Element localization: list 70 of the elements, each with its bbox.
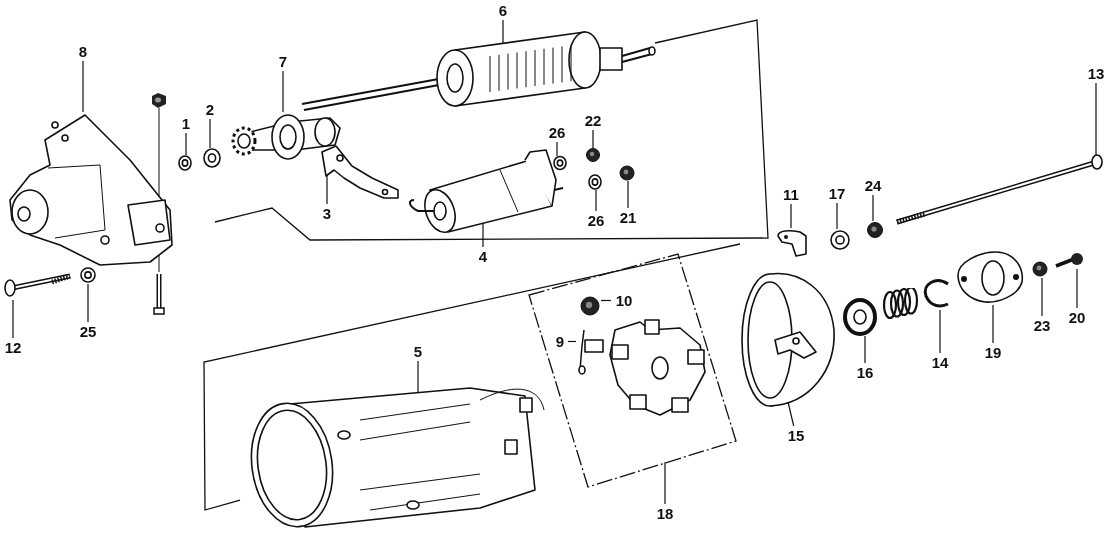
leader-line xyxy=(87,283,89,323)
callout-number: 18 xyxy=(654,505,676,522)
callout-number: 26 xyxy=(585,212,607,229)
callout-number: 7 xyxy=(276,53,290,70)
leader-line xyxy=(482,223,484,248)
screw-drawing xyxy=(1054,251,1084,269)
callout-number: 5 xyxy=(411,343,425,360)
leader-line xyxy=(790,203,792,229)
bushing-drawing xyxy=(843,298,878,336)
callout-number: 12 xyxy=(2,339,24,356)
leader-line xyxy=(502,19,504,45)
leader-line xyxy=(592,129,594,149)
callout-number: 19 xyxy=(982,344,1004,361)
leader-line xyxy=(627,180,629,209)
carbon-brush-drawing xyxy=(576,328,606,376)
washer-drawing xyxy=(588,174,603,190)
callout-number: 3 xyxy=(320,205,334,222)
callout-number: 22 xyxy=(582,112,604,129)
callout-number: 24 xyxy=(862,177,884,194)
washer-drawing xyxy=(177,155,193,171)
callout-number: 9 xyxy=(553,333,567,350)
callout-number: 26 xyxy=(547,124,567,141)
callout-number: 15 xyxy=(785,427,807,444)
leader-line xyxy=(600,299,612,302)
armature-drawing xyxy=(300,28,658,110)
callout-number: 20 xyxy=(1066,309,1088,326)
leader-line xyxy=(664,461,666,505)
brush-spring-drawing xyxy=(579,295,601,317)
callout-number: 8 xyxy=(76,43,90,60)
callout-number: 1 xyxy=(179,115,193,132)
nut-drawing xyxy=(619,165,635,181)
leader-line xyxy=(864,335,866,364)
callout-number: 21 xyxy=(617,209,639,226)
nut-drawing xyxy=(586,148,601,163)
leader-line xyxy=(326,174,328,205)
callout-number: 6 xyxy=(496,2,510,19)
callout-number: 16 xyxy=(854,364,876,381)
callout-number: 2 xyxy=(203,101,217,118)
leader-line xyxy=(282,70,284,113)
callout-number: 10 xyxy=(612,292,636,309)
leader-line xyxy=(556,141,558,157)
leader-line xyxy=(787,401,795,427)
leader-line xyxy=(1041,277,1043,317)
leader-line xyxy=(82,60,84,113)
leader-line xyxy=(417,360,419,394)
leader-line xyxy=(1076,268,1078,309)
leader-line xyxy=(1095,82,1097,156)
washer-drawing xyxy=(829,229,851,251)
nut-drawing xyxy=(866,221,884,239)
washer-drawing xyxy=(202,148,222,168)
nut-drawing xyxy=(1032,261,1049,278)
leader-line xyxy=(595,189,597,212)
callout-number: 17 xyxy=(826,185,848,202)
callout-number: 25 xyxy=(77,323,99,340)
end-plate-drawing xyxy=(954,249,1026,305)
washer-drawing xyxy=(80,267,97,284)
leader-line xyxy=(185,132,187,156)
callout-number: 14 xyxy=(929,354,951,371)
leader-line xyxy=(12,299,14,339)
leader-line xyxy=(939,309,941,354)
leader-line xyxy=(567,340,577,343)
callout-number: 23 xyxy=(1031,317,1053,334)
callout-number: 11 xyxy=(782,186,800,203)
leader-line xyxy=(209,118,211,149)
leader-line xyxy=(872,194,874,222)
callout-number: 4 xyxy=(476,248,490,265)
washer-drawing xyxy=(553,156,568,171)
leader-line xyxy=(992,304,994,344)
leader-line xyxy=(836,202,838,230)
callout-number: 13 xyxy=(1085,65,1107,82)
